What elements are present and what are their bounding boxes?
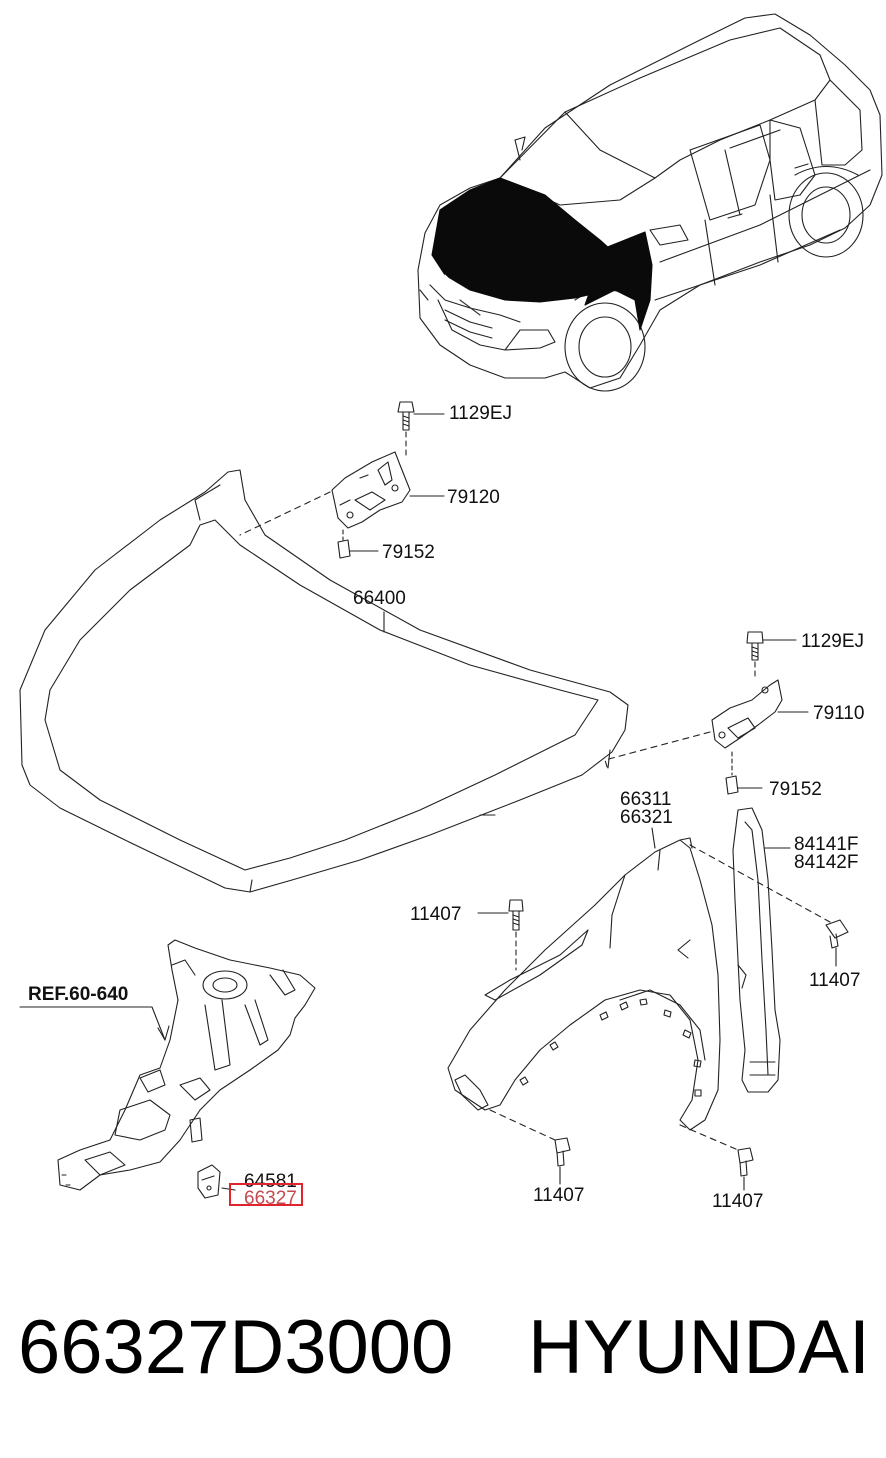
label-bolt-hinge-rh: 1129EJ <box>801 631 865 652</box>
hood-panel <box>19 469 629 893</box>
label-bolt-fender-lower-rear: 11407 <box>712 1191 764 1212</box>
label-nut-hinge-lh: 79152 <box>382 542 435 563</box>
label-insulator-lh: 84141F <box>794 834 859 855</box>
label-bolt-hinge-lh: 1129EJ <box>449 403 513 424</box>
label-fender-rh: 66321 <box>620 807 673 828</box>
label-fender-lh: 66311 <box>620 789 672 810</box>
label-leaders <box>349 413 837 1191</box>
apron-assembly <box>19 939 316 1199</box>
label-bolt-fender-lower-front: 11407 <box>533 1185 585 1206</box>
highlight-box <box>229 1183 303 1206</box>
label-bolt-fender-top: 11407 <box>410 904 462 925</box>
hinge-rh <box>604 631 783 795</box>
label-ref-apron: REF.60-640 <box>28 984 129 1005</box>
label-hinge-lh: 79120 <box>447 487 500 508</box>
vehicle-outline <box>417 13 883 392</box>
label-bracket-highlight: 66327 <box>244 1188 297 1209</box>
label-bolt-fender-side: 11407 <box>809 970 861 991</box>
label-hinge-rh: 79110 <box>813 703 865 724</box>
label-insulator-rh: 84142F <box>794 852 859 873</box>
label-hood: 66400 <box>353 588 406 609</box>
fender-panel <box>447 837 849 1177</box>
footer-brand: HYUNDAI <box>528 1305 871 1390</box>
footer-part-number: 66327D3000 <box>18 1305 454 1390</box>
fender-insulator <box>732 807 781 1093</box>
hinge-lh <box>239 401 415 559</box>
label-bracket-a: 64581 <box>244 1171 297 1192</box>
footer-caption: 66327D3000 HYUNDAI <box>0 1300 886 1400</box>
label-nut-hinge-rh: 79152 <box>769 779 822 800</box>
